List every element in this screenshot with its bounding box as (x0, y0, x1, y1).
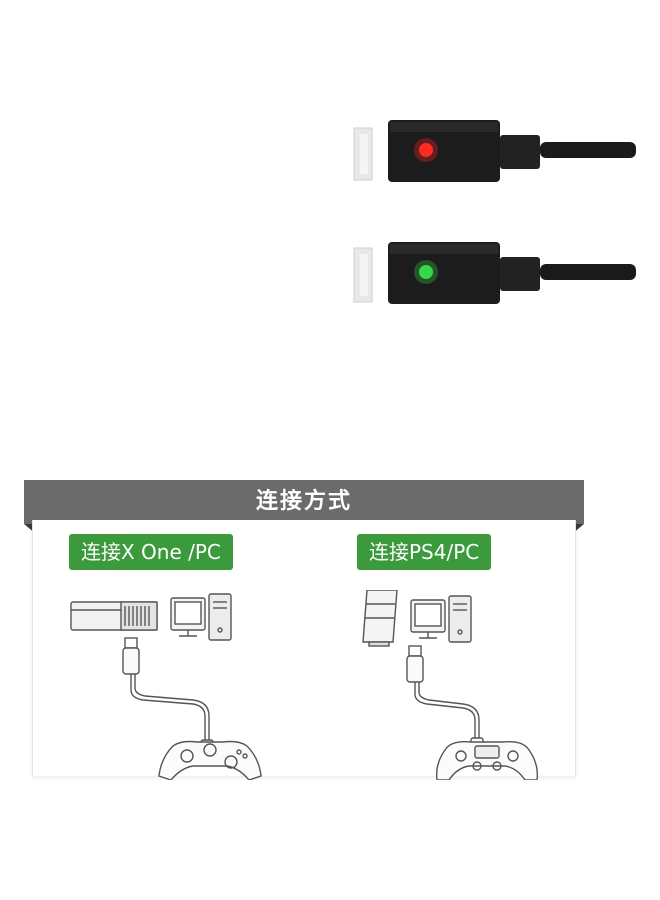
guide-banner: 连接方式 (24, 480, 584, 534)
green-led-icon (419, 265, 433, 279)
connection-guide: 连接方式 连接X One /PC 连接PS4/PC (24, 470, 584, 780)
red-led-icon (419, 143, 433, 157)
ps4-pc-label: 连接PS4/PC (357, 534, 492, 570)
usb-cable-icon (406, 645, 484, 753)
guide-body: 连接X One /PC 连接PS4/PC (32, 520, 576, 780)
ps4-console-icon (362, 590, 398, 647)
pc-icon (170, 593, 232, 641)
pc-icon (410, 595, 472, 643)
cable-adapter-green (340, 222, 660, 332)
ps4-controller-icon (435, 740, 539, 780)
guide-title: 连接方式 (255, 489, 352, 514)
xbox-controller-icon (158, 740, 262, 780)
console-icon (70, 601, 158, 631)
cable-adapter-red (340, 100, 660, 210)
xbox-pc-label: 连接X One /PC (69, 534, 233, 570)
ps4-diagram (353, 590, 573, 780)
usb-cable-icon (122, 637, 214, 755)
xbox-diagram (63, 590, 283, 780)
